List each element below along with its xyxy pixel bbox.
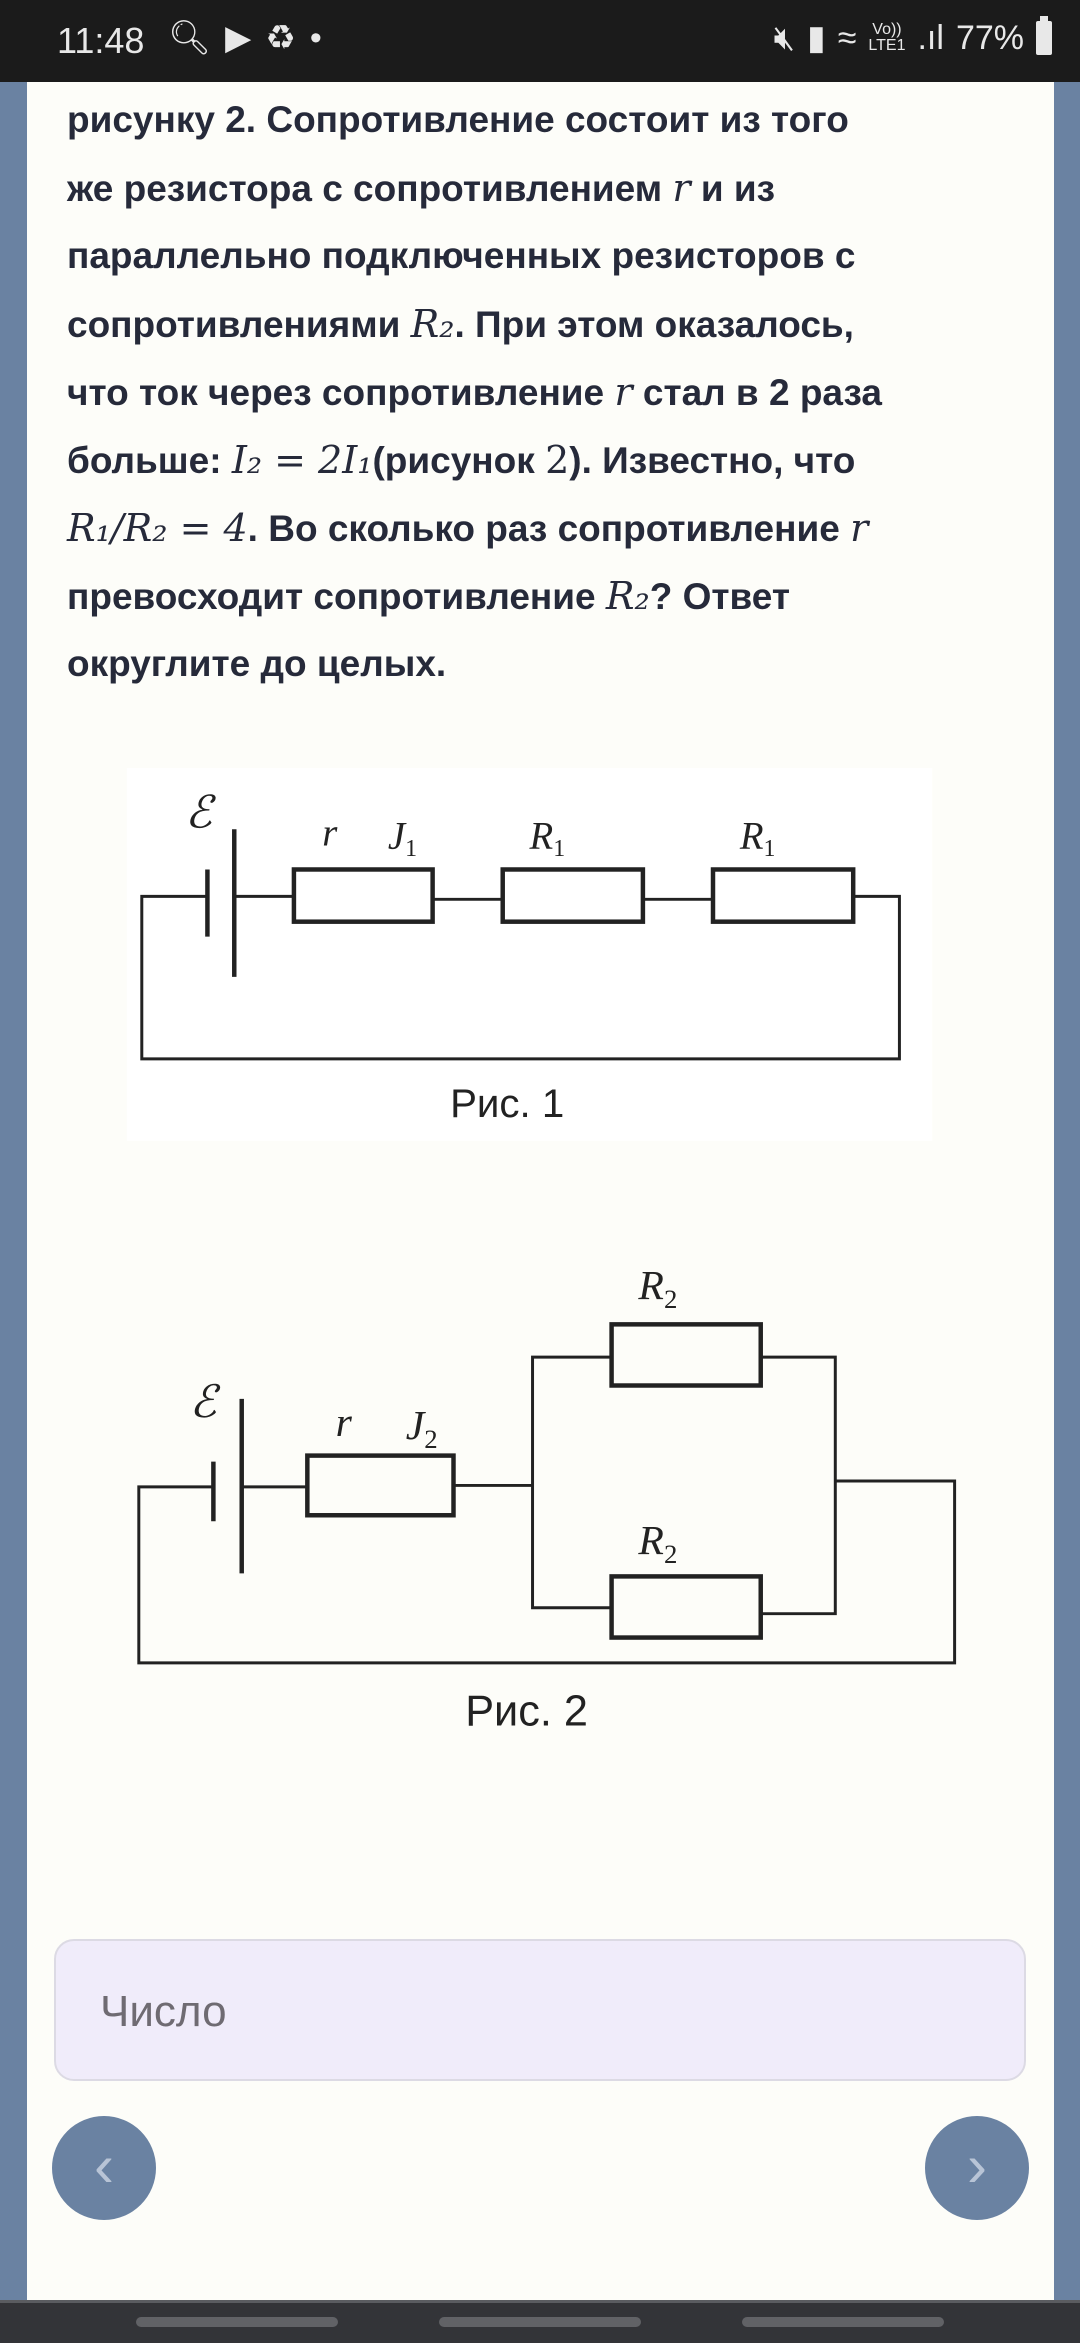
current-label: J2 (406, 1403, 438, 1454)
recents-button[interactable] (136, 2317, 338, 2327)
circuit-figure-2 (137, 1322, 957, 1665)
text-line: что ток через сопротивление r стал в 2 р… (67, 358, 1027, 426)
R1-label: R1 (529, 815, 566, 862)
chevron-left-icon: ‹ (94, 2132, 114, 2199)
resistor-R1 (710, 867, 856, 924)
text: сопротивлениями (67, 304, 411, 345)
dot-icon: • (309, 18, 322, 57)
current-label: J1 (388, 815, 417, 862)
math-resistance-ratio: R₁/R₂ = 4 (67, 506, 248, 550)
home-button[interactable] (439, 2317, 641, 2327)
text-line: округлите до целых. (67, 630, 1027, 698)
math-R2: R₂ (605, 574, 650, 618)
text: ? Ответ (649, 576, 790, 617)
wire (137, 1479, 957, 1665)
content-card (27, 0, 1054, 2300)
text-line: же резистора с сопротивлением r и из (67, 154, 1027, 222)
search-icon: 🔍︎ (168, 19, 212, 57)
text-line: превосходит сопротивление R₂? Ответ (67, 562, 1027, 630)
text-line: рисунку 2. Сопротивление состоит из того (67, 86, 1027, 154)
resistor-r (291, 867, 435, 924)
text: же резистора с сопротивлением (67, 168, 673, 209)
r-label: r (336, 1400, 353, 1446)
math-r: r (614, 370, 633, 414)
previous-button[interactable]: ‹ (52, 2116, 156, 2220)
problem-text: рисунку 2. Сопротивление состоит из того… (67, 86, 1027, 698)
battery-icon (1036, 16, 1052, 55)
status-bar: 11:48 🔍︎ ▶ ♻ • 🔇︎ ▮ ≈ Vo))LTE1 .ıl 77% (0, 0, 1080, 82)
figure2-caption: Рис. 2 (465, 1688, 588, 1736)
circuit-figure-1 (126, 768, 933, 1141)
emf-label: ℰ (190, 1377, 221, 1427)
system-navigation-bar (0, 2300, 1080, 2343)
resistor-R1 (500, 867, 646, 924)
wire (531, 1355, 612, 1610)
text: рисунку 2. Сопротивление состоит из того (67, 99, 849, 140)
signal-icon: .ıl (917, 18, 944, 57)
math-r: r (672, 166, 691, 210)
text: . При этом оказалось, (454, 304, 854, 345)
text: больше: (67, 440, 232, 481)
text: и из (690, 168, 776, 209)
text: превосходит сопротивление (67, 576, 606, 617)
emf-label: ℰ (185, 788, 216, 838)
text: ). Известно, что (569, 440, 856, 481)
text-line: больше: I₂ = 2I₁(рисунок 2). Известно, ч… (67, 426, 1027, 494)
math-current-ratio: I₂ = 2I₁ (231, 438, 373, 482)
math-R2: R₂ (410, 302, 455, 346)
wire (760, 1355, 837, 1616)
r-label: r (322, 812, 338, 855)
text: стал в 2 раза (632, 372, 882, 413)
battery-saver-icon: ▮ (807, 19, 826, 57)
answer-input[interactable]: Число (54, 1939, 1026, 2081)
text: что ток через сопротивление (67, 372, 615, 413)
sync-icon: ♻ (265, 19, 296, 57)
battery-percent: 77% (955, 18, 1024, 57)
text: . Во сколько раз сопротивление (247, 508, 851, 549)
text: (рисунок (372, 440, 546, 481)
lte-indicator: Vo))LTE1 (868, 21, 906, 54)
resistor-R2-top (609, 1322, 763, 1388)
text: округлите до целых. (67, 643, 447, 684)
answer-placeholder: Число (100, 1987, 227, 2036)
text-line: параллельно подключенных резисторов с (67, 222, 1027, 290)
next-button[interactable]: › (925, 2116, 1029, 2220)
math-2: 2 (545, 438, 570, 482)
text-line: сопротивлениями R₂. При этом оказалось, (67, 290, 1027, 358)
wifi-icon: ≈ (837, 18, 857, 57)
mute-icon: 🔇︎ (773, 18, 796, 57)
youtube-icon: ▶ (225, 19, 252, 57)
figure1-caption: Рис. 1 (450, 1081, 564, 1126)
R2-label: R2 (637, 1518, 677, 1569)
back-button[interactable] (742, 2317, 944, 2327)
wire (140, 894, 901, 1061)
resistor-r (305, 1453, 456, 1518)
chevron-right-icon: › (967, 2132, 987, 2199)
text: параллельно подключенных резисторов с (67, 235, 856, 276)
R1-label: R1 (739, 815, 776, 862)
resistor-R2-bottom (609, 1574, 763, 1640)
text-line: R₁/R₂ = 4. Во сколько раз сопротивление … (67, 494, 1027, 562)
clock: 11:48 (57, 20, 145, 61)
math-r: r (850, 506, 869, 550)
R2-label: R2 (637, 1263, 677, 1314)
